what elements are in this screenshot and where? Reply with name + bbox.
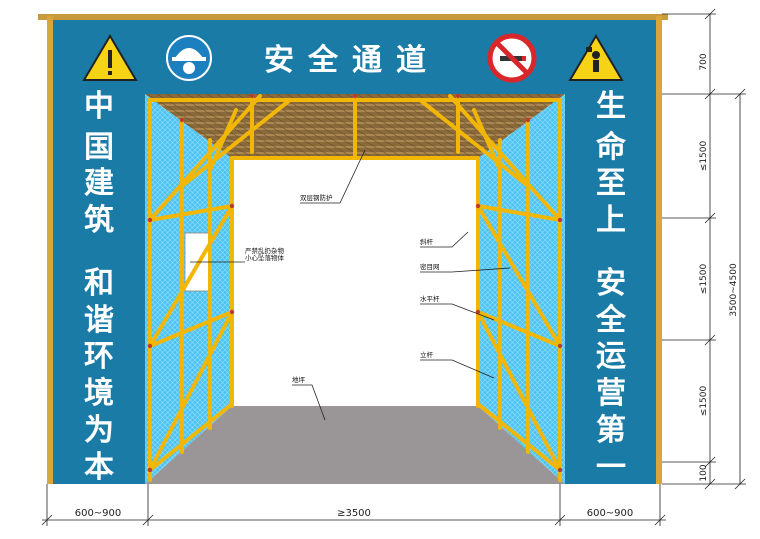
- left-slogan-char: 中: [84, 89, 114, 124]
- right-slogan-char: 运: [596, 339, 626, 374]
- right-slogan-char: 安: [596, 266, 626, 301]
- left-slogan-board: [53, 94, 145, 484]
- diagonal-brace: [418, 98, 530, 188]
- right-edge-pole: [656, 16, 662, 484]
- helmet-sign-icon: [166, 35, 212, 81]
- right-slogan-char: 营: [596, 376, 626, 411]
- right-slogan-char: 第: [596, 413, 626, 448]
- top-banner: [53, 20, 656, 94]
- diagonal-brace: [476, 310, 562, 472]
- horizontal-bar-callout: 水平杆: [420, 294, 440, 303]
- scaffold-joints: [147, 93, 563, 473]
- right-dimensions: [662, 8, 746, 490]
- left-slogan-char: 环: [84, 339, 114, 374]
- bottom-dimensions: [41, 484, 666, 526]
- horizontal-bar: [476, 204, 562, 222]
- passage-ground: [145, 406, 565, 484]
- horizontal-bar: [476, 310, 562, 348]
- scaffold-frame: [148, 94, 562, 482]
- top-beam: [38, 14, 668, 20]
- right-slogan-char: 一: [596, 450, 626, 485]
- dimension-1500-mid: ≤1500: [699, 264, 709, 295]
- ground-callout: 地坪: [292, 375, 306, 384]
- horizontal-bar: [476, 402, 562, 472]
- dimension-1500-top: ≤1500: [699, 141, 709, 172]
- diagonal-brace: [448, 94, 562, 222]
- dimension-passage-width: ≥3500: [337, 508, 371, 519]
- left-slogan-char: 和: [84, 266, 114, 301]
- no-smoking-sign-icon: [487, 33, 537, 83]
- diagonal-brace: [148, 310, 234, 472]
- left-slogan-char: 本: [84, 450, 114, 485]
- diagonal-brace: [208, 108, 238, 172]
- left-edge-pole: [47, 16, 53, 484]
- right-slogan: 生 命 至 上 安 全 运 营 第 一: [595, 89, 627, 485]
- left-sign-callout-1: 严禁乱扔杂物: [245, 246, 285, 255]
- dimension-700: 700: [699, 53, 709, 70]
- left-sign-callout-2: 小心坠落物体: [245, 253, 285, 262]
- falling-objects-warning-icon: [568, 34, 624, 81]
- left-slogan-char: 谐: [84, 303, 114, 338]
- diagonal-brace: [472, 108, 502, 172]
- vertical-pole-callout: 立杆: [420, 350, 434, 359]
- brace-callout: 斜杆: [420, 237, 434, 246]
- right-slogan-char: 生: [596, 89, 626, 124]
- bottom-dimension-labels: 600~900 ≥3500 600~900: [75, 508, 634, 519]
- dimension-right-width: 600~900: [587, 508, 634, 519]
- diagonal-brace: [148, 94, 262, 222]
- horizontal-bar: [148, 402, 234, 472]
- net-callout: 密目网: [420, 262, 440, 271]
- right-slogan-char: 上: [596, 203, 626, 238]
- left-slogan-char: 为: [84, 413, 114, 448]
- right-slogan-char: 命: [596, 130, 627, 165]
- diagonal-brace: [180, 98, 292, 188]
- diagonal-brace: [476, 204, 562, 348]
- right-slogan-board: [565, 94, 656, 484]
- roof-callout: 双层钢防护: [300, 193, 333, 202]
- horizontal-bar: [148, 204, 234, 222]
- left-slogan-char: 国: [84, 130, 114, 165]
- diagonal-brace: [148, 204, 234, 348]
- left-slogan-char: 建: [84, 166, 114, 201]
- callout-leaders: [190, 149, 511, 421]
- dimension-100: 100: [699, 464, 709, 481]
- right-slogan-char: 全: [595, 303, 627, 338]
- right-dimension-labels: 700 ≤1500 ≤1500 ≤1500 100 3500~4500: [699, 53, 739, 481]
- left-slogan: 中 国 建 筑 和 谐 环 境 为 本: [84, 89, 114, 485]
- warning-sign-icon: [82, 34, 138, 81]
- callout-labels: 双层钢防护 严禁乱扔杂物 小心坠落物体 斜杆 密目网 水平杆 立杆 地坪: [245, 193, 440, 384]
- dimension-total-height: 3500~4500: [729, 263, 739, 317]
- horizontal-bar: [148, 310, 234, 348]
- banner-title: 安全通道: [264, 43, 440, 78]
- dimension-left-width: 600~900: [75, 508, 122, 519]
- left-slogan-char: 境: [84, 376, 114, 411]
- right-slogan-char: 至: [596, 166, 626, 201]
- left-slogan-char: 筑: [84, 203, 114, 238]
- dimension-1500-bottom: ≤1500: [699, 386, 709, 417]
